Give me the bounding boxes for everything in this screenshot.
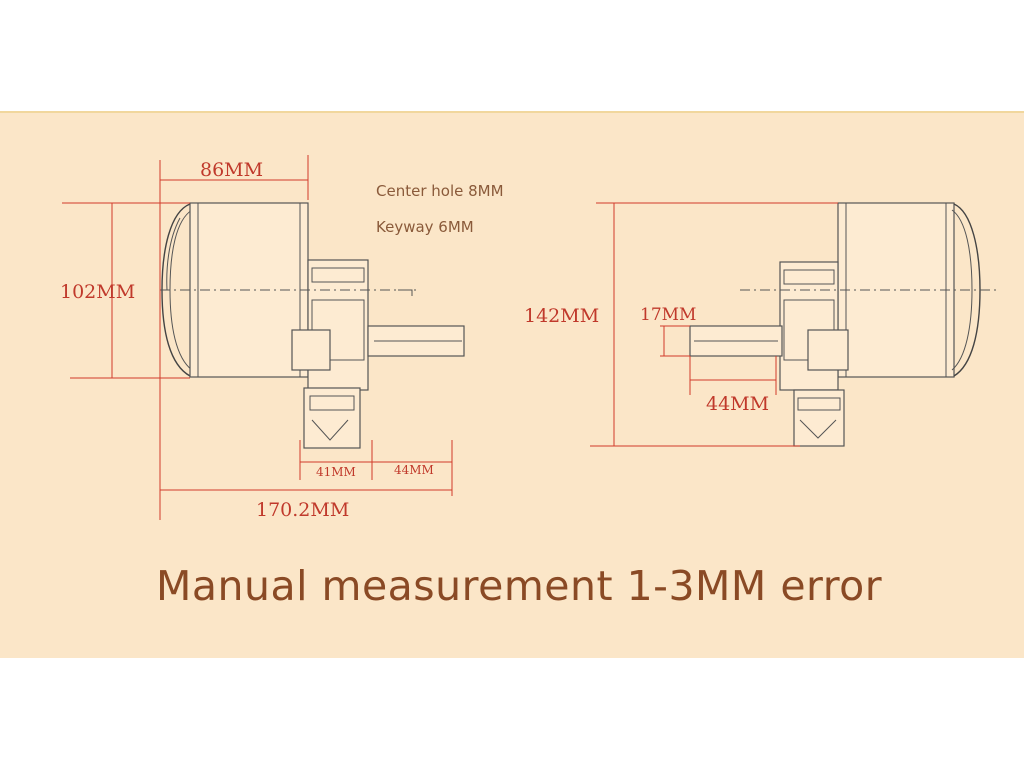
shaft-len-44-label: 44MM [706, 393, 769, 415]
width-86-label: 86MM [200, 159, 263, 181]
left-dimensions [62, 155, 453, 520]
shaft-dia-17-label: 17MM [640, 305, 696, 325]
gear-41-label: 41MM [316, 465, 356, 479]
right-dimensions [590, 202, 838, 447]
caption-text: Manual measurement 1-3MM error [156, 562, 883, 610]
height-102-label: 102MM [60, 281, 135, 303]
keyway-note: Keyway 6MM [376, 218, 474, 236]
center-hole-note: Center hole 8MM [376, 182, 504, 200]
height-142-label: 142MM [524, 305, 599, 327]
right-motor-view [689, 202, 1000, 447]
total-170-label: 170.2MM [256, 499, 349, 521]
shaft-44-label: 44MM [394, 463, 434, 477]
diagram-panel [0, 111, 1024, 658]
left-motor-view [160, 202, 465, 449]
